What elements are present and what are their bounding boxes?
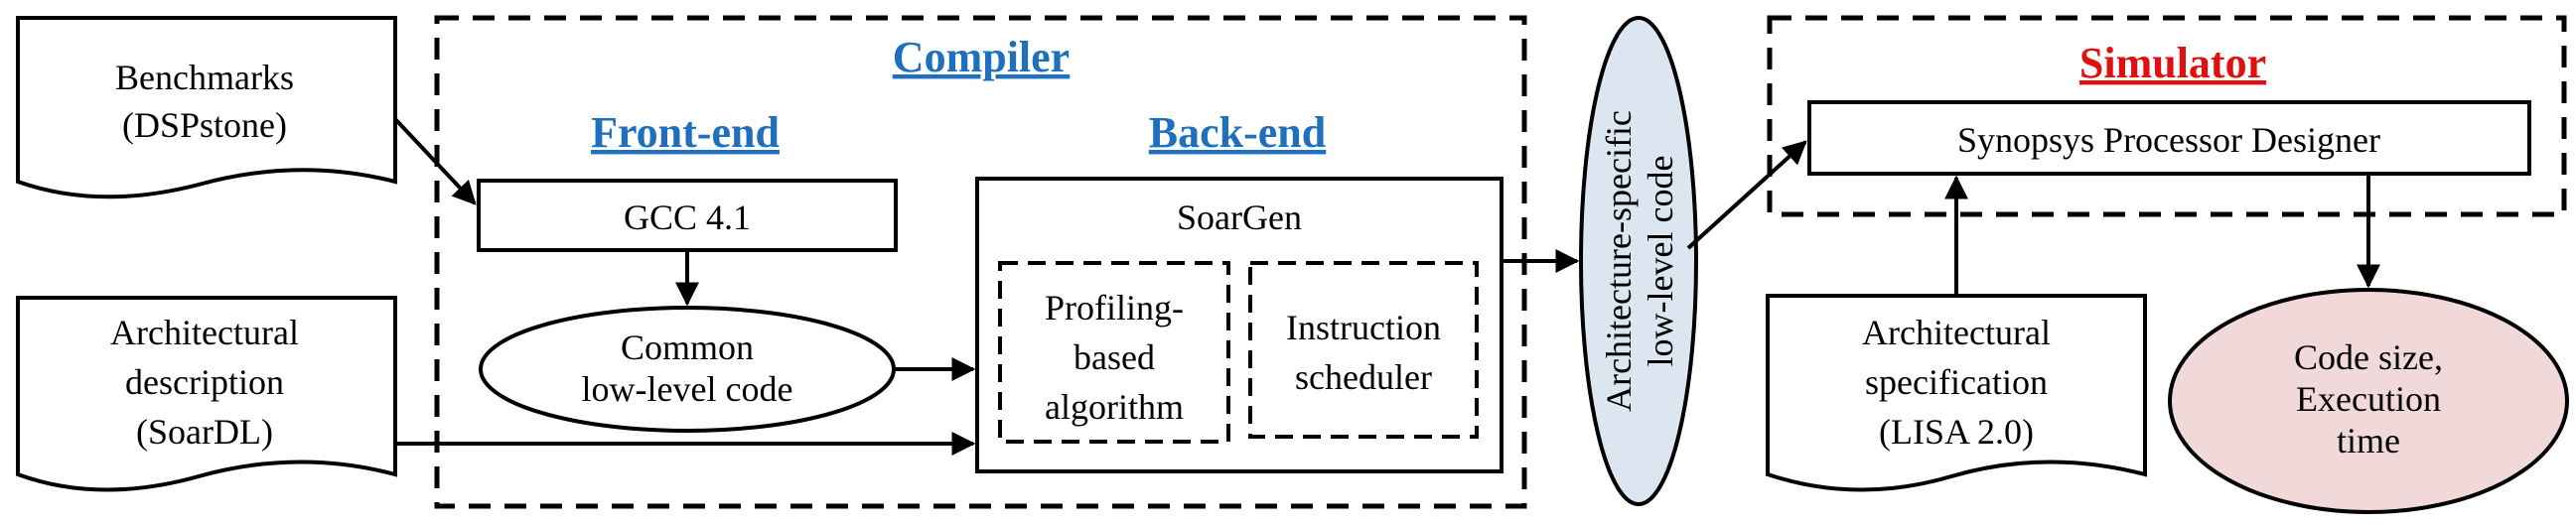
front-end-title: Front-end: [591, 108, 780, 157]
gcc-label: GCC 4.1: [624, 197, 751, 237]
arch-description-label-1: Architectural: [110, 313, 299, 352]
arch-spec-label-2: specification: [1865, 362, 2048, 402]
profiling-label-1: Profiling-: [1045, 288, 1184, 328]
common-code-label-2: low-level code: [582, 369, 793, 409]
scheduler-box: [1248, 261, 1479, 439]
arch-spec-label-1: Architectural: [1862, 313, 2051, 352]
profiling-box: [998, 261, 1230, 444]
benchmarks-label: Benchmarks: [115, 58, 294, 97]
profiling-label-3: algorithm: [1045, 387, 1184, 427]
soargen-label: SoarGen: [1177, 197, 1302, 237]
scheduler-label-2: scheduler: [1295, 357, 1432, 397]
simulator-title: Simulator: [2079, 39, 2266, 87]
back-end-title: Back-end: [1149, 108, 1326, 157]
arch-code-label-1: Architecture-specific: [1599, 110, 1639, 412]
arch-description-label-3: (SoarDL): [136, 412, 273, 452]
scheduler-label-1: Instruction: [1286, 308, 1441, 347]
arch-code-label-2: low-level code: [1641, 156, 1680, 367]
arch-spec-document: [1766, 294, 2147, 492]
soargen-box: [975, 177, 1503, 473]
output-label-1: Code size,: [2294, 337, 2443, 377]
arrow-benchmarks-to-gcc: [393, 117, 477, 205]
profiling-label-2: based: [1073, 337, 1155, 377]
arch-code-ellipse: [1579, 16, 1698, 506]
benchmarks-sublabel: (DSPstone): [122, 105, 287, 145]
designer-label: Synopsys Processor Designer: [1957, 120, 2380, 160]
compiler-title: Compiler: [893, 33, 1070, 81]
simulator-container: [1767, 15, 2567, 217]
common-code-label-1: Common: [621, 328, 754, 367]
output-ellipse: [2168, 288, 2569, 514]
arrow-archcode-to-designer: [1686, 140, 1807, 250]
arch-description-document: [16, 296, 397, 492]
benchmarks-document: [16, 16, 397, 199]
arch-spec-label-3: (LISA 2.0): [1879, 412, 2034, 452]
output-label-2: Execution: [2296, 379, 2441, 419]
designer-box: [1807, 100, 2531, 176]
output-label-3: time: [2337, 421, 2400, 460]
arch-description-label-2: description: [125, 362, 284, 402]
